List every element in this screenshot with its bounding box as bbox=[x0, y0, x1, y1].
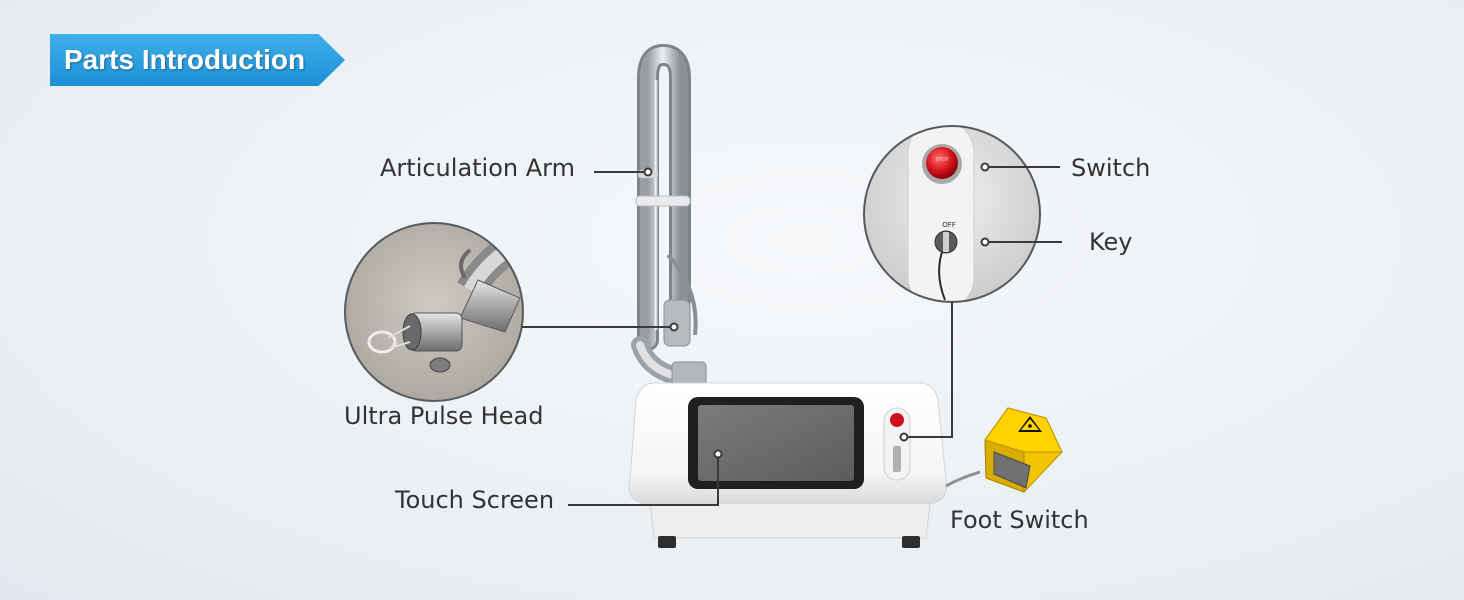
touch-screen-display bbox=[698, 405, 854, 481]
switch-key-zoom: STOP OFF bbox=[863, 125, 1041, 303]
articulation-arm bbox=[631, 43, 707, 389]
ultra-pulse-head-zoom bbox=[344, 222, 524, 402]
label-touch-screen: Touch Screen bbox=[395, 486, 555, 514]
label-articulation-arm: Articulation Arm bbox=[380, 154, 575, 182]
foot-switch bbox=[945, 407, 1063, 493]
section-banner bbox=[50, 34, 345, 86]
label-ultra-pulse-head: Ultra Pulse Head bbox=[344, 402, 544, 430]
svg-text:STOP: STOP bbox=[935, 157, 948, 163]
leader-touch-screen bbox=[568, 455, 719, 506]
section-title: Parts Introduction bbox=[64, 44, 306, 75]
leader-lines bbox=[522, 162, 1062, 506]
leader-panel-to-body bbox=[904, 302, 953, 438]
emergency-stop-button bbox=[926, 147, 958, 179]
label-switch: Switch bbox=[1071, 154, 1151, 182]
key-off-marking: OFF bbox=[942, 221, 956, 229]
label-foot-switch: Foot Switch bbox=[950, 506, 1089, 534]
machine-body bbox=[628, 382, 948, 548]
label-key: Key bbox=[1089, 228, 1133, 256]
